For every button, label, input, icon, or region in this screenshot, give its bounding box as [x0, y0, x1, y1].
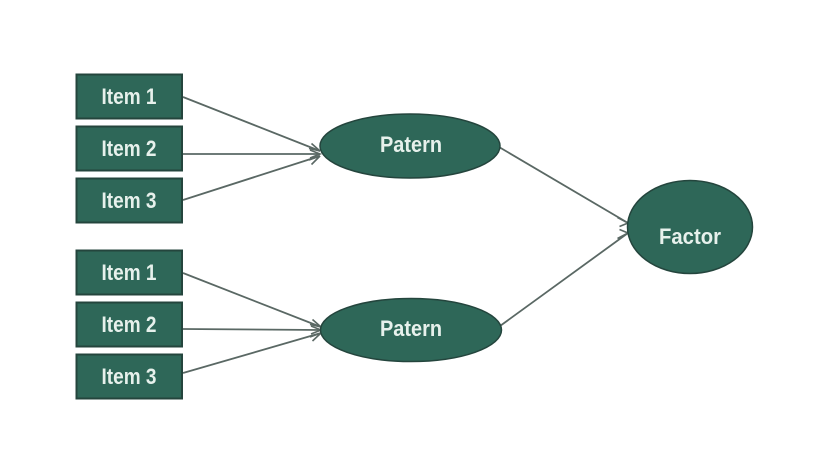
svg-text:Factor: Factor [659, 224, 721, 249]
svg-text:Item 3: Item 3 [102, 364, 157, 389]
svg-text:Patern: Patern [380, 132, 442, 157]
svg-text:Item 1: Item 1 [102, 84, 157, 109]
svg-text:Item 1: Item 1 [102, 260, 157, 285]
svg-text:Item 2: Item 2 [102, 136, 157, 161]
svg-text:Item 3: Item 3 [102, 188, 157, 213]
svg-text:Patern: Patern [380, 316, 442, 341]
svg-text:Item 2: Item 2 [102, 312, 157, 337]
